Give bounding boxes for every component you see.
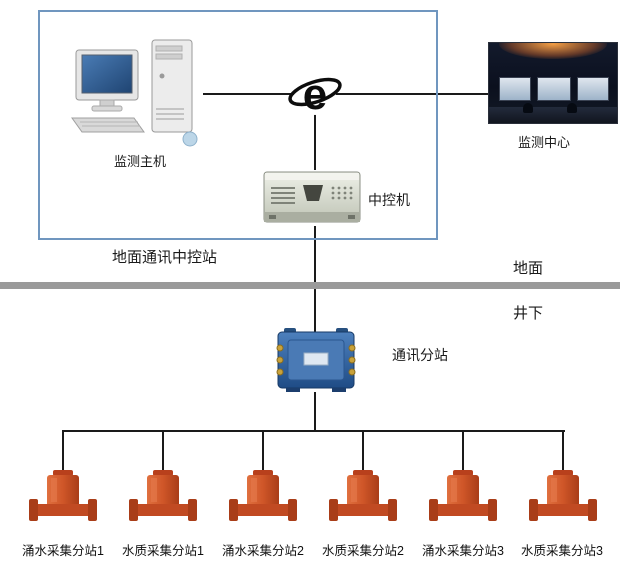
drop-line-4 <box>362 430 364 472</box>
flow-sensor-icon-4 <box>329 470 397 521</box>
monitor-center-photo <box>488 42 618 124</box>
monitor-center-label: 监测中心 <box>518 135 571 150</box>
operator-silhouette <box>567 103 577 113</box>
ground-station-box <box>38 10 438 240</box>
device-label-2: 水质采集分站1 <box>122 544 204 558</box>
device-label-1: 涌水采集分站1 <box>22 544 104 558</box>
ceiling-light-glow <box>499 43 607 59</box>
device-label-6: 水质采集分站3 <box>521 544 603 558</box>
svg-text:e: e <box>303 70 327 119</box>
communication-substation-icon <box>276 328 356 392</box>
operator-silhouette <box>523 103 533 113</box>
monitoring-host-label: 监测主机 <box>114 154 167 169</box>
console-desk <box>489 107 617 123</box>
drop-line-3 <box>262 430 264 472</box>
link-server-to-substation-line <box>314 226 316 332</box>
wall-screen <box>499 77 531 101</box>
flow-sensor-icon-1 <box>29 470 97 521</box>
device-label-5: 涌水采集分站3 <box>422 544 504 558</box>
link-host-to-center-line <box>203 93 491 95</box>
device-label-3: 涌水采集分站2 <box>222 544 304 558</box>
internet-explorer-icon: e <box>288 70 342 119</box>
drop-line-1 <box>62 430 64 472</box>
link-substation-to-bus-line <box>314 392 316 432</box>
drop-line-6 <box>562 430 564 472</box>
surface-underground-divider <box>0 282 620 289</box>
desktop-computer-icon <box>71 39 198 147</box>
flow-sensor-icon-5 <box>429 470 497 521</box>
flow-sensor-icon-2 <box>129 470 197 521</box>
bus-line <box>62 430 565 432</box>
ground-station-label: 地面通讯中控站 <box>112 249 218 266</box>
flow-sensor-icon-3 <box>229 470 297 521</box>
link-internet-to-server-line <box>314 94 316 170</box>
drop-line-5 <box>462 430 464 472</box>
central-control-machine-icon <box>263 171 361 223</box>
flow-sensor-icon-6 <box>529 470 597 521</box>
device-label-4: 水质采集分站2 <box>322 544 404 558</box>
communication-substation-label: 通讯分站 <box>392 347 448 363</box>
wall-screen <box>537 77 571 101</box>
central-control-machine-label: 中控机 <box>368 192 410 208</box>
underground-label: 井下 <box>513 305 544 322</box>
surface-label: 地面 <box>513 260 544 277</box>
drop-line-2 <box>162 430 164 472</box>
wall-screen <box>577 77 609 101</box>
